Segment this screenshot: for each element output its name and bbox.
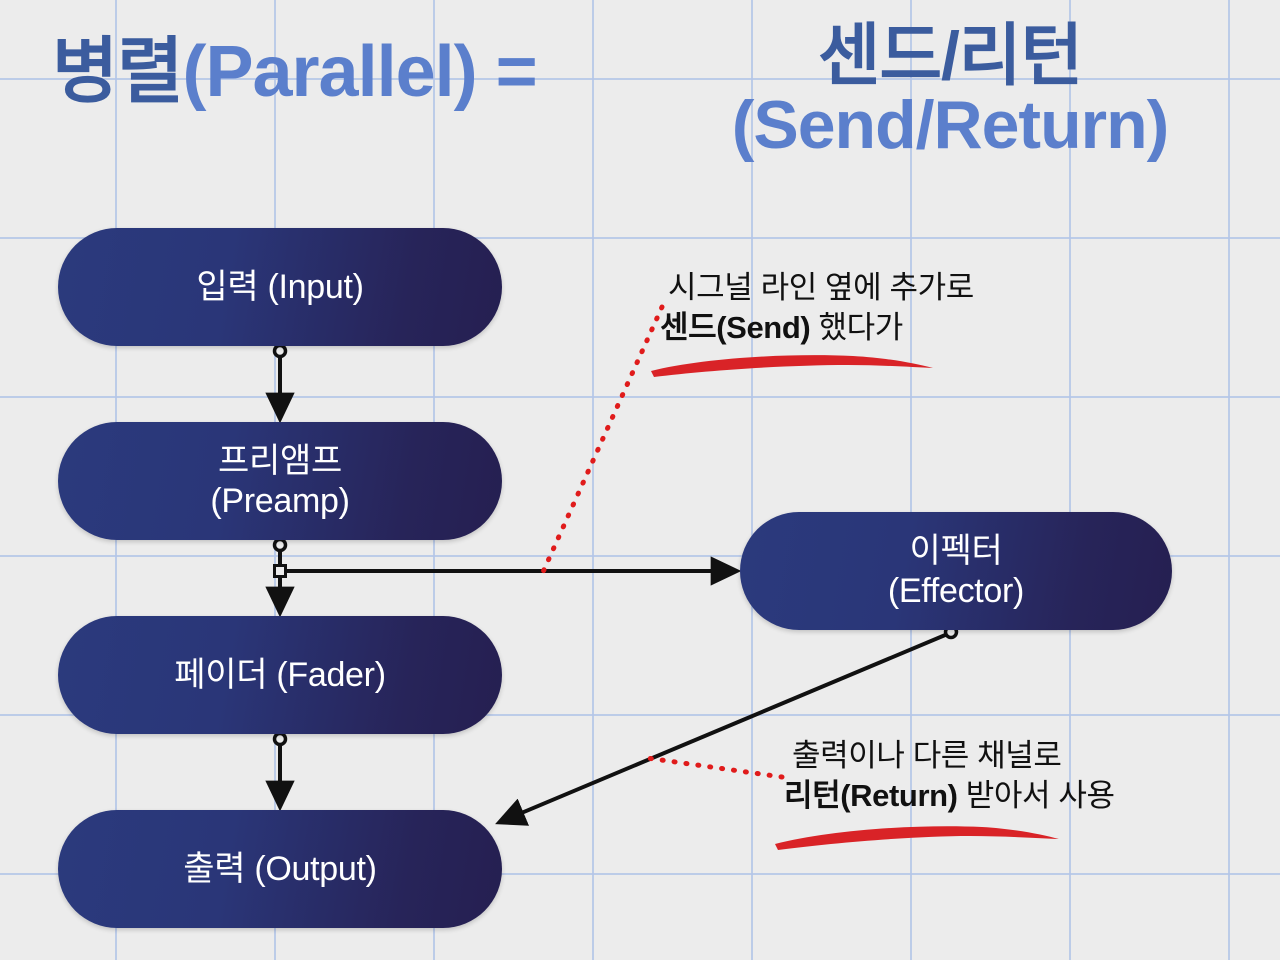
node-effector-label-korean: 이펙터 [909, 531, 1003, 570]
annotation-return-line2: 리턴(Return) 받아서 사용 [784, 776, 1115, 816]
node-output-label: 출력 (Output) [183, 849, 377, 888]
leader-line-return [637, 754, 785, 780]
title-left-korean: 병렬 [52, 32, 183, 112]
leader-line-send [540, 304, 665, 575]
node-effector[interactable]: 이펙터 (Effector) [740, 512, 1172, 630]
node-fader[interactable]: 페이더 (Fader) [58, 616, 502, 734]
node-effector-label-english: (Effector) [887, 572, 1025, 610]
node-preamp-label: 프리앰프 (Preamp) [210, 441, 350, 521]
node-effector-label: 이펙터 (Effector) [887, 531, 1025, 611]
node-input-label: 입력 (Input) [196, 267, 364, 306]
annotation-return: 출력이나 다른 채널로 리턴(Return) 받아서 사용 [784, 736, 1115, 817]
connector-preamp-to-fader [265, 537, 295, 618]
annotation-send-line2: 센드(Send) 했다가 [660, 308, 974, 348]
title-right-english: (Send/Return) [731, 87, 1170, 164]
node-preamp-label-english: (Preamp) [210, 482, 350, 520]
annotation-return-suffix: 받아서 사용 [957, 778, 1115, 814]
connector-preamp-to-effector [273, 556, 742, 586]
connector-input-to-preamp [265, 343, 295, 424]
underline-brush-send [651, 355, 933, 377]
annotation-send-suffix: 했다가 [810, 310, 903, 346]
annotation-return-line1: 출력이나 다른 채널로 [792, 738, 1062, 773]
node-input[interactable]: 입력 (Input) [58, 228, 502, 346]
annotation-send-line1: 시그널 라인 옆에 추가로 [668, 270, 974, 305]
connector-fader-to-output [265, 731, 295, 812]
annotation-send: 시그널 라인 옆에 추가로 센드(Send) 했다가 [660, 268, 974, 349]
node-preamp[interactable]: 프리앰프 (Preamp) [58, 422, 502, 540]
title-left-english: (Parallel) = [182, 32, 537, 112]
annotation-return-keyword: 리턴(Return) [784, 778, 958, 814]
title-right: 센드/리턴 (Send/Return) [640, 18, 1260, 164]
underline-brush-return [775, 826, 1059, 850]
title-right-korean: 센드/리턴 [817, 18, 1083, 94]
node-fader-label: 페이더 (Fader) [174, 655, 386, 694]
title-left: 병렬(Parallel) = [52, 35, 538, 109]
node-preamp-label-korean: 프리앰프 [218, 441, 342, 480]
node-output[interactable]: 출력 (Output) [58, 810, 502, 928]
annotation-send-keyword: 센드(Send) [660, 310, 811, 346]
